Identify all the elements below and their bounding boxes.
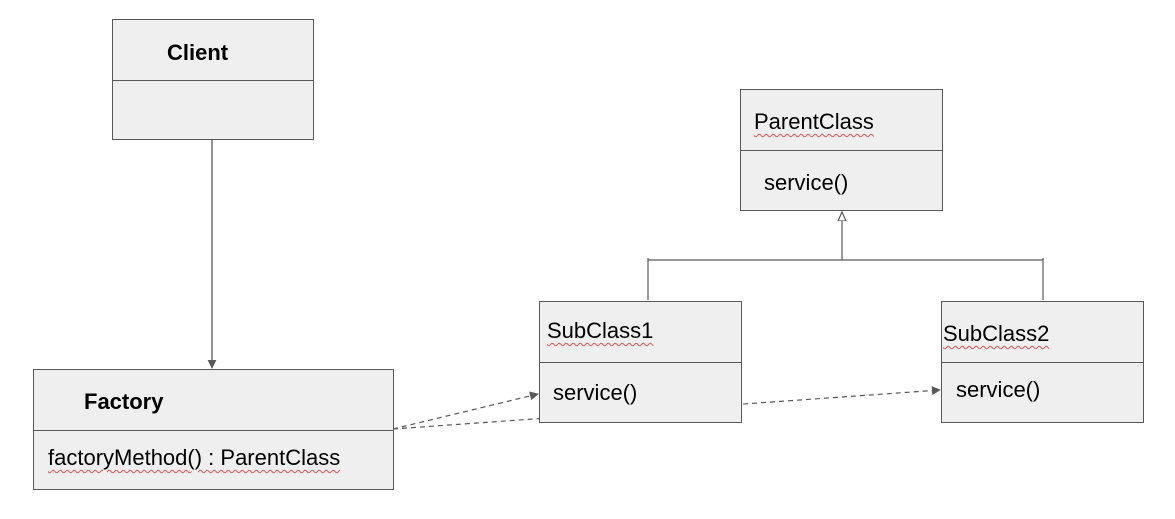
client-body-section — [113, 80, 313, 139]
parentclass-body-section: service() — [741, 150, 942, 210]
factory-class-name: Factory — [84, 389, 164, 414]
generalization-tree — [647, 212, 1044, 300]
subclass1-body-section: service() — [540, 362, 741, 422]
subclass2-class-box[interactable]: SubClass2 service() — [941, 301, 1144, 423]
client-class-name: Client — [167, 40, 229, 65]
parentclass-class-box[interactable]: ParentClass service() — [740, 89, 943, 211]
client-name-section: Client — [113, 20, 313, 81]
subclass2-method: service() — [956, 377, 1041, 402]
factory-to-subclass1-dependency — [392, 391, 539, 430]
parentclass-method: service() — [764, 170, 849, 195]
subclass2-name-section: SubClass2 — [942, 302, 1143, 363]
factory-method-signature: factoryMethod() : ParentClass — [48, 445, 341, 470]
client-class-box[interactable]: Client — [112, 19, 314, 140]
subclass1-name-section: SubClass1 — [540, 302, 741, 363]
factory-body-section: factoryMethod() : ParentClass — [34, 430, 393, 489]
subclass2-class-name: SubClass2 — [943, 321, 1050, 346]
parentclass-name-section: ParentClass — [741, 90, 942, 151]
subclass1-class-name: SubClass1 — [547, 318, 654, 343]
subclass1-method: service() — [553, 380, 638, 405]
subclass1-class-box[interactable]: SubClass1 service() — [539, 301, 742, 423]
factory-name-section: Factory — [34, 370, 393, 431]
factory-class-box[interactable]: Factory factoryMethod() : ParentClass — [33, 369, 394, 490]
parentclass-class-name: ParentClass — [754, 109, 874, 134]
subclass2-body-section: service() — [942, 362, 1143, 422]
